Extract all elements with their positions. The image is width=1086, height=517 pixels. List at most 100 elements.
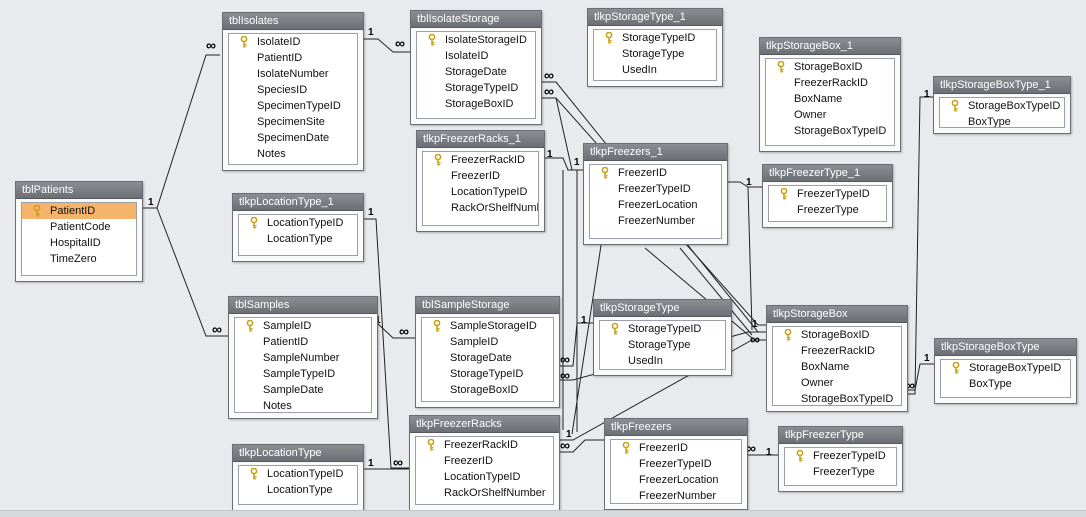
field[interactable]: StorageDate <box>422 350 553 366</box>
table-title[interactable]: tlkpLocationType <box>233 445 363 462</box>
primary-key-field[interactable]: FreezerRackID <box>416 437 553 453</box>
field[interactable]: PatientID <box>229 50 357 66</box>
field[interactable]: FreezerNumber <box>611 488 741 503</box>
field[interactable]: BoxType <box>940 114 1064 127</box>
field[interactable]: BoxName <box>773 359 901 375</box>
primary-key-field[interactable]: PatientID <box>22 203 136 219</box>
primary-key-field[interactable]: StorageTypeID <box>600 321 725 337</box>
field[interactable]: SpeciesID <box>229 82 357 98</box>
field[interactable]: SampleNumber <box>235 350 371 366</box>
primary-key-field[interactable]: StorageBoxTypeID <box>941 360 1070 376</box>
table-title[interactable]: tlkpStorageType_1 <box>588 9 722 26</box>
table-title[interactable]: tlkpStorageBox_1 <box>760 38 900 55</box>
table-title[interactable]: tblSampleStorage <box>416 297 559 314</box>
table-title[interactable]: tlkpFreezerRacks_1 <box>417 131 544 148</box>
table-title[interactable]: tlkpStorageType <box>594 300 731 317</box>
primary-key-field[interactable]: IsolateID <box>229 34 357 50</box>
field[interactable]: BoxType <box>941 376 1070 392</box>
field[interactable]: Owner <box>766 107 894 123</box>
primary-key-field[interactable]: StorageBoxID <box>773 327 901 343</box>
primary-key-field[interactable]: SampleStorageID <box>422 318 553 334</box>
table-title[interactable]: tlkpStorageBox <box>767 306 907 323</box>
field[interactable]: FreezerNumber <box>590 213 721 229</box>
field[interactable]: SampleID <box>422 334 553 350</box>
field[interactable]: StorageType <box>600 337 725 353</box>
field[interactable]: SampleTypeID <box>235 366 371 382</box>
field[interactable]: UsedIn <box>600 353 725 369</box>
primary-key-field[interactable]: FreezerRackID <box>423 152 538 168</box>
table-title[interactable]: tlkpFreezerType_1 <box>763 165 892 182</box>
table-title[interactable]: tlkpFreezerRacks <box>410 416 559 433</box>
field[interactable]: Notes <box>235 398 371 412</box>
field[interactable]: HospitalID <box>22 235 136 251</box>
field[interactable]: StorageDate <box>417 64 535 80</box>
table-title[interactable]: tlkpFreezers_1 <box>584 144 727 161</box>
field[interactable]: Owner <box>773 375 901 391</box>
field[interactable]: SampleDate <box>235 382 371 398</box>
field[interactable]: StorageBoxTypeID <box>773 391 901 405</box>
field[interactable]: LocationType <box>239 231 357 247</box>
field[interactable]: SpecimenTypeID <box>229 98 357 114</box>
primary-key-field[interactable]: FreezerID <box>611 440 741 456</box>
table-title[interactable]: tlkpLocationType_1 <box>233 194 363 211</box>
table-title[interactable]: tblIsolateStorage <box>411 11 541 28</box>
primary-key-field[interactable]: StorageTypeID <box>594 30 716 46</box>
field[interactable]: IsolateID <box>417 48 535 64</box>
field[interactable]: UsedIn <box>594 62 716 78</box>
table-title[interactable]: tlkpFreezerType <box>779 427 902 444</box>
field[interactable]: FreezerTypeID <box>590 181 721 197</box>
field[interactable]: IsolateNumber <box>229 66 357 82</box>
field[interactable]: SpecimenSite <box>229 114 357 130</box>
field[interactable]: Notes <box>229 146 357 162</box>
field[interactable]: BoxName <box>766 91 894 107</box>
field[interactable]: RackOrShelfNumber <box>416 485 553 501</box>
field[interactable]: StorageTypeID <box>417 80 535 96</box>
field[interactable]: FreezerID <box>416 453 553 469</box>
field[interactable]: FreezerTypeID <box>611 456 741 472</box>
field[interactable]: FreezerID <box>423 168 538 184</box>
field[interactable]: RackOrShelfNuml <box>423 200 538 216</box>
field[interactable]: FreezerLocation <box>590 197 721 213</box>
primary-key-field[interactable]: LocationTypeID <box>239 215 357 231</box>
primary-key-field[interactable]: StorageBoxID <box>766 59 894 75</box>
primary-key-field[interactable]: IsolateStorageID <box>417 32 535 48</box>
field[interactable]: StorageBoxTypeID <box>766 123 894 139</box>
table-title[interactable]: tblIsolates <box>223 13 363 30</box>
table-title[interactable]: tlkpStorageBoxType <box>935 339 1076 356</box>
field[interactable]: FreezerType <box>769 202 886 218</box>
field[interactable]: FreezerRackID <box>773 343 901 359</box>
field[interactable]: StorageBoxID <box>422 382 553 398</box>
primary-key-field[interactable]: FreezerTypeID <box>785 448 896 464</box>
field[interactable]: SpecimenDate <box>229 130 357 146</box>
